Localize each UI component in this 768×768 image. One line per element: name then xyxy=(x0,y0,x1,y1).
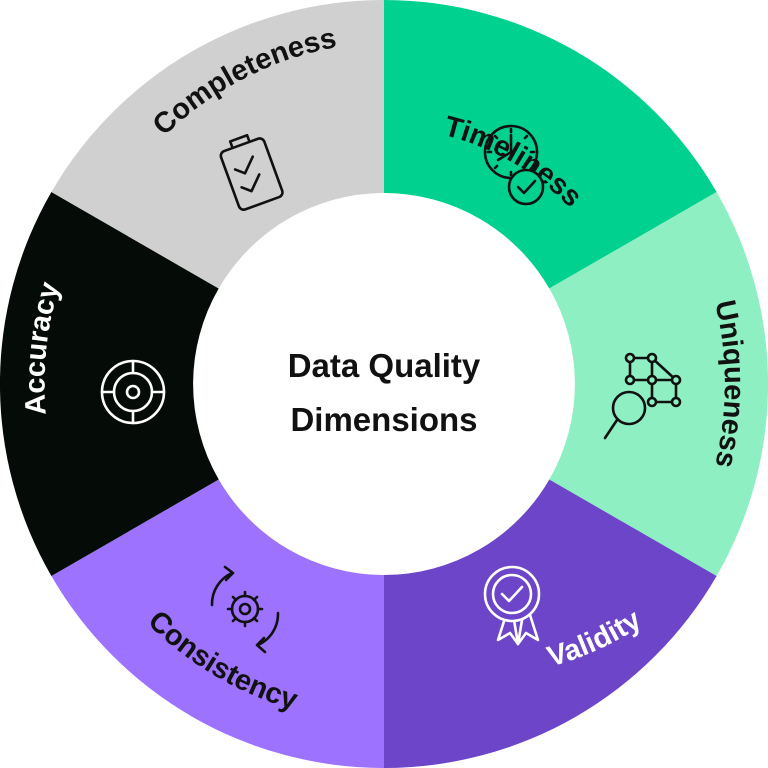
target-icon xyxy=(100,359,166,425)
center-title-line-1: Data Quality xyxy=(288,347,481,384)
gear-cycle-icon xyxy=(210,565,280,654)
badge-check-icon xyxy=(483,565,541,646)
segment-uniqueness-shape xyxy=(549,192,768,576)
center-title-line-2: Dimensions xyxy=(290,401,477,438)
segment-completeness: Completeness xyxy=(51,0,384,289)
center-circle xyxy=(194,194,574,574)
segment-uniqueness: Uniqueness xyxy=(549,192,768,576)
segment-accuracy-shape xyxy=(0,192,219,576)
segment-completeness-shape xyxy=(51,0,384,289)
segment-timeliness: Timeliness xyxy=(384,0,717,289)
segment-validity: Validity xyxy=(384,479,717,768)
network-search-icon xyxy=(603,352,682,440)
segment-accuracy: Accuracy xyxy=(0,192,219,576)
segment-consistency: Consistency xyxy=(51,479,385,768)
clock-icon xyxy=(483,124,545,206)
segment-consistency-shape xyxy=(51,479,385,768)
clipboard-check-icon xyxy=(219,133,284,211)
segment-validity-shape xyxy=(384,479,717,768)
segment-timeliness-shape xyxy=(384,0,717,289)
